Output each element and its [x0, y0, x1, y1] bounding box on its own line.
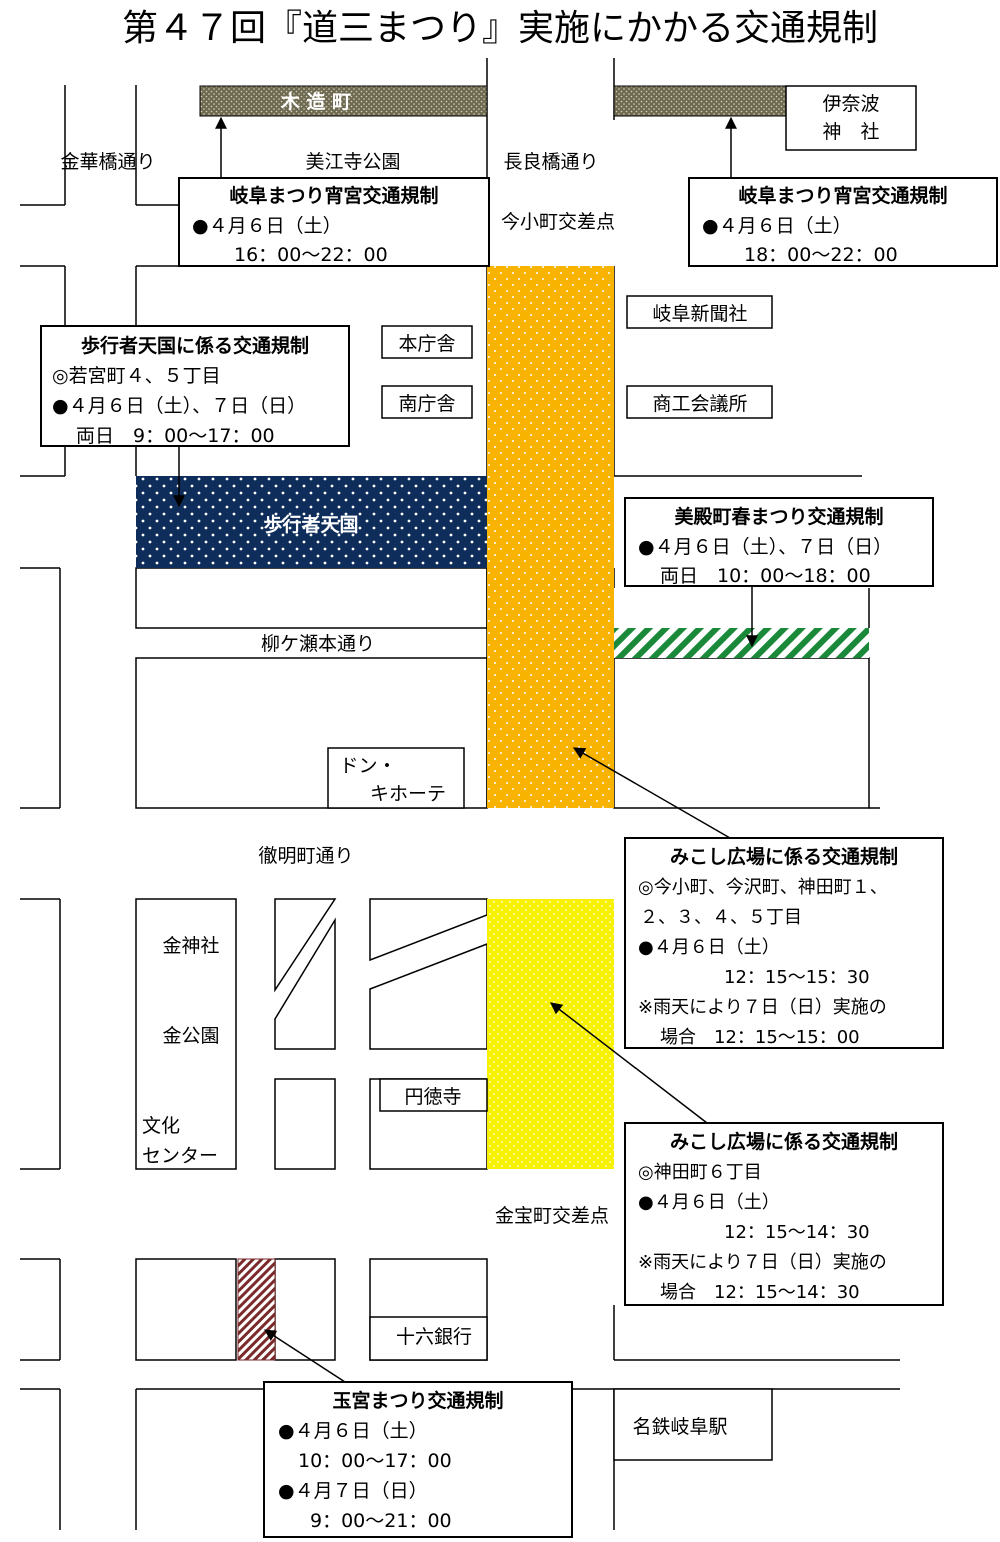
meitetsu-label: 名鉄岐阜駅	[632, 1416, 727, 1438]
mikoshi-north-title: みこし広場に係る交通規制	[670, 845, 898, 868]
tamamiya-date-1: ●４月６日（土）	[278, 1420, 428, 1442]
pedestrian-title: 歩行者天国に係る交通規制	[81, 334, 309, 357]
gifu-shinbunsha-box	[626, 295, 773, 329]
kogane-jinja-label: 金神社	[162, 935, 219, 957]
mikoshi-south-rain: ※雨天により７日（日）実施の	[638, 1252, 887, 1273]
mikoshi-north-zone	[487, 266, 614, 808]
inaba-jinja-label-1: 伊奈波	[822, 93, 879, 115]
minamichosha-label: 南庁舎	[398, 393, 455, 415]
pedestrian-box	[40, 325, 350, 447]
mikoshi-south-rain-time: 場合 12：15～14：30	[660, 1282, 860, 1303]
kanahoucho-intersection-label: 金宝町交差点	[495, 1205, 609, 1227]
omiya-left-date: ●４月６日（土）	[192, 215, 342, 237]
pedestrian-time: 両日 9：00～17：00	[76, 425, 275, 447]
arrows	[173, 116, 758, 1383]
tamamiya-date-2: ●４月７日（日）	[278, 1480, 428, 1502]
juroku-ginko-box	[369, 1316, 488, 1361]
mikoshi-north-area-1: ◎今小町、今沢町、神田町１、	[638, 877, 888, 898]
honchosha-box	[381, 325, 473, 359]
inaba-jinja-box	[785, 85, 917, 151]
shoko-kaigisho-label: 商工会議所	[652, 393, 747, 415]
bunka-center-label-2: センター	[142, 1145, 218, 1167]
mikoshi-south-box	[624, 1122, 944, 1306]
donki-label-1: ドン・	[339, 755, 396, 777]
mikoshi-north-date: ●４月６日（土）	[638, 937, 780, 958]
honchosha-label: 本庁舎	[398, 333, 455, 355]
mitonocho-time: 両日 10：00～18：00	[660, 565, 871, 587]
kizumachi-zone	[199, 85, 488, 117]
tetsumeicho-dori-label: 徹明町通り	[258, 845, 353, 867]
meitetsu-box	[613, 1388, 773, 1461]
tamamiya-time-1: 10：00～17：00	[298, 1450, 452, 1472]
mikoshi-south-area: ◎神田町６丁目	[638, 1162, 762, 1183]
inaba-zone	[613, 85, 787, 117]
mieji-koen-label: 美江寺公園	[305, 151, 400, 173]
omiya-left-box	[178, 177, 490, 267]
nagarabashi-dori-label: 長良橋通り	[503, 151, 598, 173]
juroku-ginko-label: 十六銀行	[396, 1326, 472, 1348]
tamamiya-zone	[237, 1258, 276, 1361]
bunka-center-label-1: 文化	[142, 1115, 180, 1137]
kinkabashi-dori-label: 金華橋通り	[60, 151, 155, 173]
mikoshi-north-area-2: ２、３、４、５丁目	[640, 907, 802, 928]
omiya-right-box	[688, 177, 998, 267]
shoko-kaigisho-box	[626, 385, 773, 419]
donki-box	[327, 747, 465, 809]
tamamiya-box	[263, 1381, 573, 1538]
pedestrian-area: ◎若宮町４、５丁目	[52, 365, 221, 387]
gifu-shinbunsha-label: 岐阜新聞社	[652, 303, 747, 325]
mitonocho-zone	[614, 628, 869, 658]
page-title: 第４７回『道三まつり』実施にかかる交通規制	[122, 8, 878, 49]
kin-koen-label: 金公園	[162, 1025, 219, 1047]
tamamiya-time-2: 9：00～21：00	[310, 1510, 452, 1532]
pedestrian-zone	[136, 476, 487, 568]
omiya-right-date: ●４月６日（土）	[702, 215, 852, 237]
mikoshi-south-date: ●４月６日（土）	[638, 1192, 780, 1213]
tamamiya-title: 玉宮まつり交通規制	[332, 1389, 503, 1412]
pedestrian-date: ●４月６日（土）、７日（日）	[52, 395, 306, 417]
mitonocho-box	[624, 497, 934, 587]
inaba-jinja-label-2: 神 社	[822, 121, 879, 143]
entokuji-box	[379, 1078, 488, 1112]
mikoshi-south-title: みこし広場に係る交通規制	[670, 1130, 898, 1153]
mikoshi-south-time: 12：15～14：30	[724, 1222, 870, 1243]
mikoshi-north-rain-time: 場合 12：15～15：00	[660, 1027, 860, 1048]
omiya-right-title: 岐阜まつり宵宮交通規制	[738, 184, 947, 207]
pedestrian-zone-label: 歩行者天国	[263, 513, 358, 536]
mikoshi-north-rain: ※雨天により７日（日）実施の	[638, 997, 887, 1018]
imakomachi-intersection-label: 今小町交差点	[501, 211, 615, 233]
donki-label-2: キホーテ	[370, 783, 446, 805]
yanagase-hondori-label: 柳ケ瀬本通り	[261, 633, 375, 655]
kizumachi-label: 木 造 町	[280, 90, 351, 113]
omiya-right-time: 18：00～22：00	[744, 244, 898, 266]
entokuji-label: 円徳寺	[404, 1086, 461, 1108]
mikoshi-north-time: 12：15～15：30	[724, 967, 870, 988]
omiya-left-title: 岐阜まつり宵宮交通規制	[229, 184, 438, 207]
omiya-left-time: 16：00～22：00	[234, 244, 388, 266]
mikoshi-south-zone	[487, 899, 614, 1169]
mitonocho-title: 美殿町春まつり交通規制	[674, 505, 883, 528]
minamichosha-box	[381, 385, 473, 419]
mikoshi-north-box	[624, 837, 944, 1049]
mitonocho-date: ●４月６日（土）、７日（日）	[638, 536, 892, 558]
